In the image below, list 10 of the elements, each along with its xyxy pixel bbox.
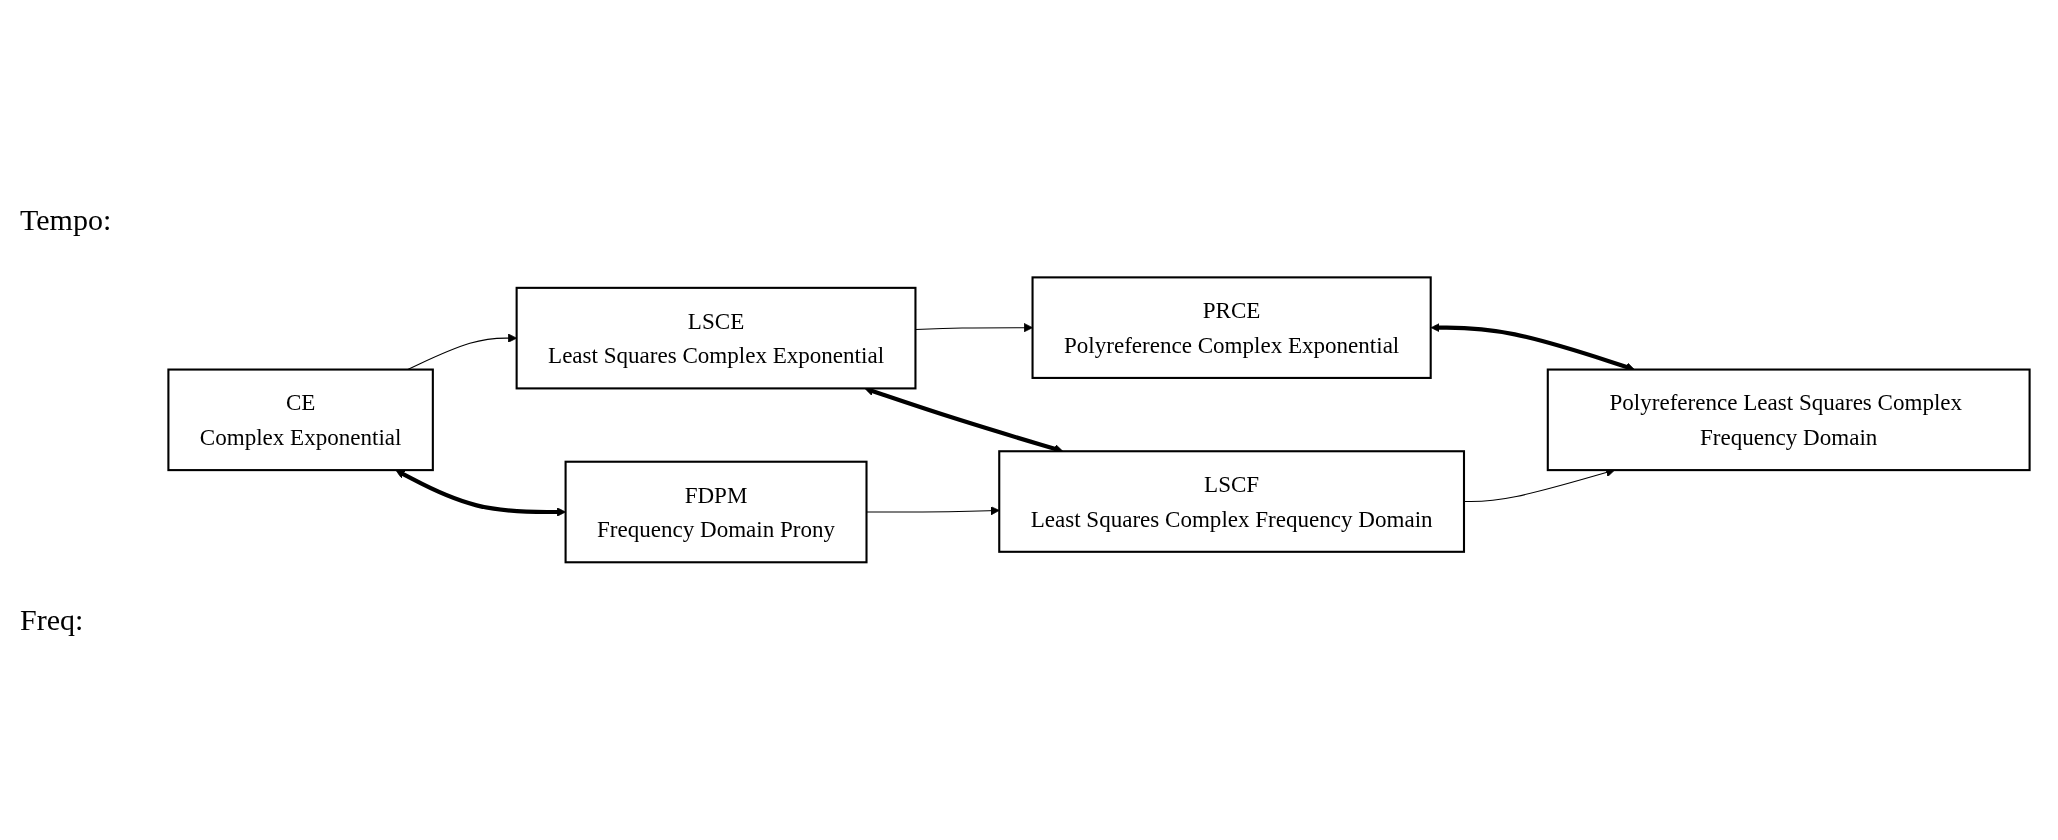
node-box: CE Complex Exponential [167,368,434,472]
arrow [866,506,1000,516]
node-box: Polyreference Least Squares Complex Frequency Domain [1546,368,2031,472]
node-box: LSCE Least Squares Complex Exponential [515,287,917,390]
node-box: PRCE Polyreference Complex Exponential [1031,276,1432,380]
arrow [395,470,566,517]
row-label: Freq: [20,603,85,637]
node-box: FDPM Frequency Domain Prony [564,460,868,564]
row-label: Tempo: [20,203,113,237]
node-box: LSCF Least Squares Complex Frequency Domain [998,450,1466,553]
